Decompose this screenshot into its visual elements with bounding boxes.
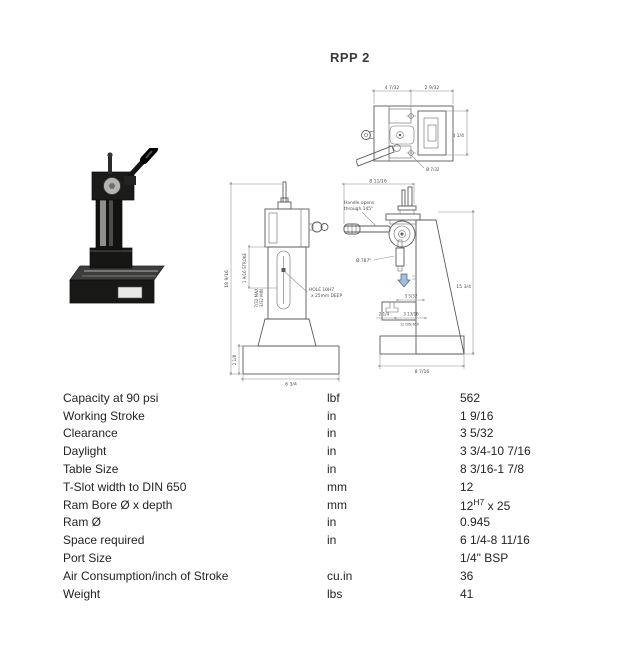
spec-unit: cu.in xyxy=(327,568,353,583)
ram-diameter-note: Ø.787" xyxy=(356,257,371,264)
table-row: Clearance in 3 5/32 xyxy=(63,425,583,443)
table-row: T-Slot width to DIN 650 mm 12 xyxy=(63,478,583,496)
spec-unit: lbf xyxy=(327,390,340,405)
top-view-dimensions: 4 7/32 2 9/32 4 1/4 Ø 7/32 xyxy=(372,85,469,172)
dimension-label: 3/32 MIN xyxy=(259,289,264,307)
side-view-dimensions: 8 11/16 Handle opens through 145° Ø.787"… xyxy=(342,179,475,375)
spec-value: 3 3/4-10 7/16 xyxy=(460,444,531,459)
spec-label: T-Slot width to DIN 650 xyxy=(63,479,187,494)
spec-unit: in xyxy=(327,462,337,477)
spec-unit: in xyxy=(327,515,337,530)
table-row: Capacity at 90 psi lbf 562 xyxy=(63,389,583,407)
dimension-label: 3 5/32 xyxy=(405,294,418,299)
spec-value-rest: x 25 xyxy=(484,498,511,513)
hole-note-line2: x 25mm DEEP xyxy=(311,293,342,299)
handle-note-line1: Handle opens xyxy=(344,200,375,206)
dimension-label: 7/32 MAX xyxy=(254,288,259,307)
dimension-label: 6 3/4 xyxy=(285,382,297,388)
spec-unit: in xyxy=(327,533,337,548)
table-row: Ram Bore Ø x depth mm 12H7 x 25 xyxy=(63,496,583,514)
top-view-outline xyxy=(356,105,454,167)
spec-value-base: 12 xyxy=(460,498,474,513)
table-row: Air Consumption/inch of Stroke cu.in 36 xyxy=(63,567,583,585)
table-row: Working Stroke in 1 9/16 xyxy=(63,407,583,425)
spec-label: Capacity at 90 psi xyxy=(63,390,159,405)
front-view-dimensions: 18 9/16 1 9/16 STROKE 7/32 MAX 3/32 MIN … xyxy=(224,182,342,388)
spec-unit: in xyxy=(327,408,337,423)
spec-label: Space required xyxy=(63,533,145,548)
front-view-drawing: 18 9/16 1 9/16 STROKE 7/32 MAX 3/32 MIN … xyxy=(224,181,342,388)
dimension-label: 15 3/4 xyxy=(456,284,471,290)
photo-handle xyxy=(123,148,158,185)
spec-value: 12H7 x 25 xyxy=(460,497,583,513)
dimension-label: 2 9/32 xyxy=(425,85,440,91)
page-title: RPP 2 xyxy=(330,50,370,65)
side-view-outline xyxy=(343,186,465,355)
spec-label: Working Stroke xyxy=(63,408,145,423)
hole-diameter-note: Ø 7/32 xyxy=(426,167,440,172)
photo-nameplate xyxy=(117,286,143,299)
dimension-label: 2 1/4 xyxy=(379,312,390,317)
dimension-label: 18 9/16 xyxy=(224,270,230,288)
photo-press-machine xyxy=(69,148,165,304)
spec-unit: lbs xyxy=(327,586,343,601)
hole-note-line1: HOLE 10H7 xyxy=(309,287,334,293)
dimension-label: 2 1/8 xyxy=(232,354,237,365)
spec-value: 36 xyxy=(460,568,474,583)
front-view-outline xyxy=(242,181,340,375)
spec-label: Clearance xyxy=(63,426,118,441)
table-row: Space required in 6 1/4-8 11/16 xyxy=(63,531,583,549)
product-photo xyxy=(69,148,165,304)
table-row: Weight lbs 41 xyxy=(63,585,583,603)
t-slot-profile xyxy=(385,302,399,313)
top-view-drawing: 4 7/32 2 9/32 4 1/4 Ø 7/32 xyxy=(356,85,469,172)
dimension-label: 1 9/16 STROKE xyxy=(242,252,247,283)
spec-value: 8 3/16-1 7/8 xyxy=(460,462,525,477)
spec-value: 562 xyxy=(460,390,481,405)
dimension-label: 8 7/16 xyxy=(415,369,430,375)
spec-unit: mm xyxy=(327,479,347,494)
spec-value: 12 xyxy=(460,479,474,494)
handle-note-line2: through 145° xyxy=(344,206,373,212)
spec-unit: in xyxy=(327,426,337,441)
dimension-label: 3 13/16 xyxy=(403,312,419,317)
spec-label: Weight xyxy=(63,586,101,601)
table-row: Table Size in 8 3/16-1 7/8 xyxy=(63,460,583,478)
bolt-hole-top xyxy=(406,111,416,121)
spec-value: 1/4" BSP xyxy=(460,551,509,566)
spec-label: Air Consumption/inch of Stroke xyxy=(63,568,229,583)
spec-value: 0.945 xyxy=(460,515,491,530)
spec-value: 41 xyxy=(460,586,474,601)
spec-unit: in xyxy=(327,444,337,459)
spec-table: Capacity at 90 psi lbf 562 Working Strok… xyxy=(63,389,583,603)
side-view-drawing: 8 11/16 Handle opens through 145° Ø.787"… xyxy=(342,179,475,375)
dimension-label: 8 11/16 xyxy=(369,179,387,185)
dimension-label: 4 1/4 xyxy=(452,133,464,139)
spec-label: Table Size xyxy=(63,462,119,477)
top-view-handle-arm xyxy=(356,144,401,167)
spec-value: 6 1/4-8 11/16 xyxy=(460,533,530,548)
table-row: Daylight in 3 3/4-10 7/16 xyxy=(63,442,583,460)
spec-label: Ram Ø xyxy=(63,515,102,530)
table-row: Port Size 1/4" BSP xyxy=(63,549,583,567)
side-view-handle xyxy=(343,223,391,235)
spec-value: 3 5/32 xyxy=(460,426,494,441)
spec-value-superscript: H7 xyxy=(473,496,485,507)
spec-label: Daylight xyxy=(63,444,107,459)
spec-label: Ram Bore Ø x depth xyxy=(63,497,173,512)
spec-label: Port Size xyxy=(63,551,112,566)
ram-travel-down-arrow-icon xyxy=(397,273,411,288)
spec-unit: mm xyxy=(327,497,347,512)
bolt-hole-bottom xyxy=(406,148,416,158)
spec-value: 1 9/16 xyxy=(460,408,494,423)
t-slot-note: 12 DIN 650 xyxy=(400,323,419,327)
table-row: Ram Ø in 0.945 xyxy=(63,514,583,532)
dimension-label: 4 7/32 xyxy=(385,85,400,91)
